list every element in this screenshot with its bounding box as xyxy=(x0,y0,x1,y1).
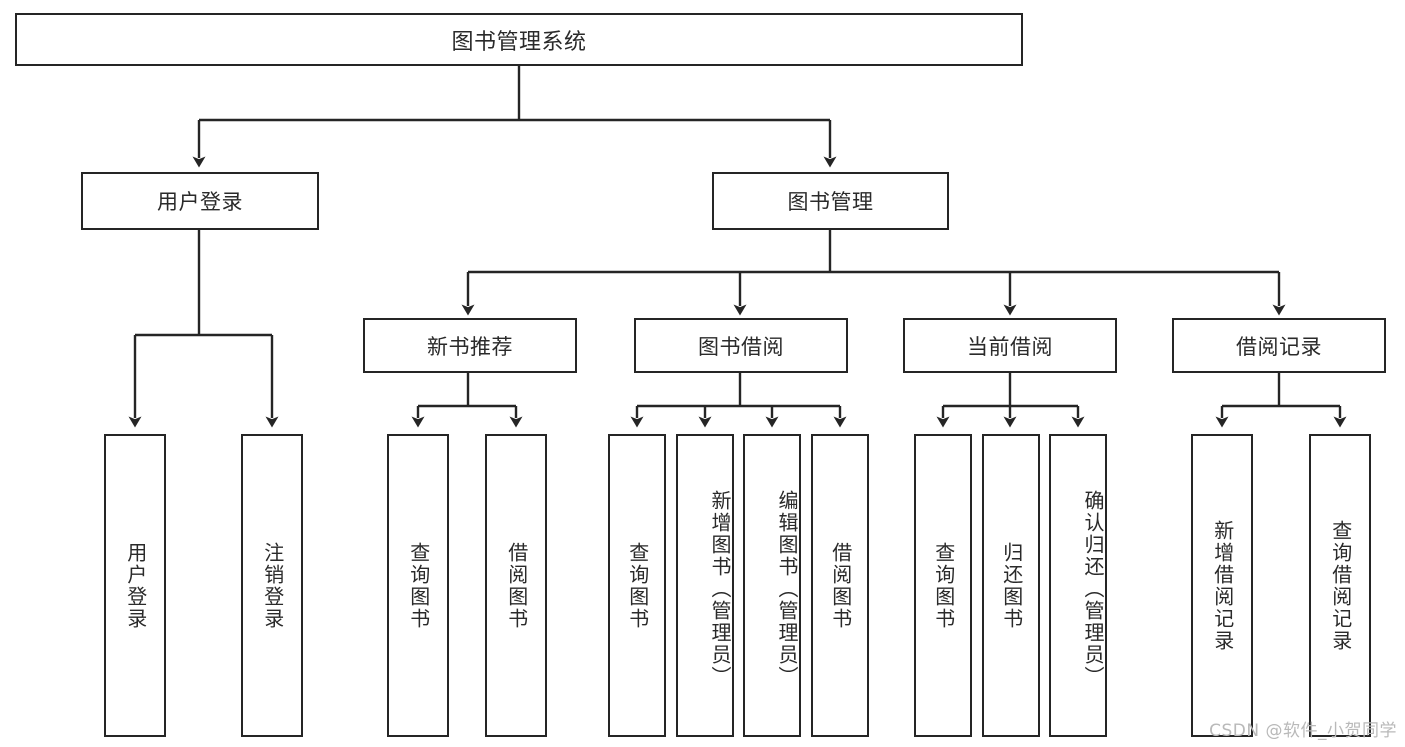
leaf-user-login-logout[interactable]: 注销登录 xyxy=(241,434,303,737)
node-book-borrow[interactable]: 图书借阅 xyxy=(634,318,848,373)
leaf-borrow-record-query-record[interactable]: 查询借阅记录 xyxy=(1309,434,1371,737)
node-current-borrow[interactable]: 当前借阅 xyxy=(903,318,1117,373)
csdn-watermark: CSDN @软件_小贺同学 xyxy=(1209,721,1397,741)
leaf-book-borrow-query-book[interactable]: 查询图书 xyxy=(608,434,666,737)
leaf-current-borrow-return-book[interactable]: 归还图书 xyxy=(982,434,1040,737)
node-root-book-management-system[interactable]: 图书管理系统 xyxy=(15,13,1023,66)
leaf-book-borrow-edit-book-admin[interactable]: 编辑图书（管理员） xyxy=(743,434,801,737)
leaf-book-borrow-add-book-admin[interactable]: 新增图书（管理员） xyxy=(676,434,734,737)
node-user-login[interactable]: 用户登录 xyxy=(81,172,319,230)
leaf-borrow-record-add-record[interactable]: 新增借阅记录 xyxy=(1191,434,1253,737)
leaf-new-book-borrow-book[interactable]: 借阅图书 xyxy=(485,434,547,737)
leaf-book-borrow-borrow-book[interactable]: 借阅图书 xyxy=(811,434,869,737)
leaf-current-borrow-query-book[interactable]: 查询图书 xyxy=(914,434,972,737)
leaf-user-login-login[interactable]: 用户登录 xyxy=(104,434,166,737)
node-new-book-recommend[interactable]: 新书推荐 xyxy=(363,318,577,373)
node-book-management[interactable]: 图书管理 xyxy=(712,172,949,230)
node-borrow-record[interactable]: 借阅记录 xyxy=(1172,318,1386,373)
leaf-current-borrow-confirm-return-admin[interactable]: 确认归还（管理员） xyxy=(1049,434,1107,737)
leaf-new-book-query-book[interactable]: 查询图书 xyxy=(387,434,449,737)
